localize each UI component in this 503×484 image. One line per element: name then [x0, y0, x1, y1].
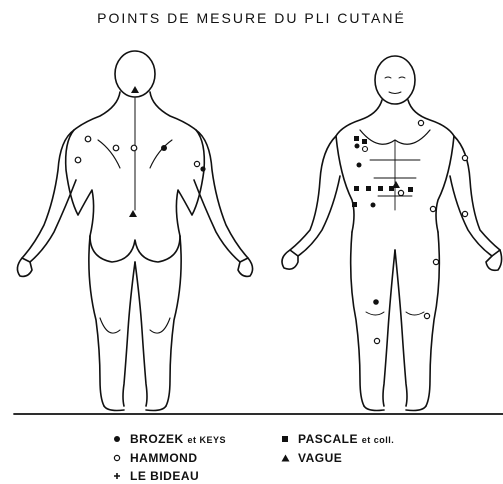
legend-label-brozek: BROZEK et KEYS — [130, 432, 226, 446]
legend-item-hammond: HAMMOND — [112, 451, 198, 465]
legend-label-le-bideau: LE BIDEAU — [130, 469, 199, 483]
legend-label-vague: VAGUE — [298, 451, 342, 465]
legend-label-hammond: HAMMOND — [130, 451, 198, 465]
legend-label-pascale: PASCALE et coll. — [298, 432, 394, 446]
filled-circle-icon — [112, 434, 122, 444]
legend-item-le-bideau: LE BIDEAU — [112, 469, 199, 483]
plus-icon — [112, 471, 122, 481]
legend-item-pascale: PASCALE et coll. — [280, 432, 394, 446]
open-circle-icon — [112, 453, 122, 463]
legend-item-brozek: BROZEK et KEYS — [112, 432, 226, 446]
filled-triangle-icon — [280, 453, 290, 463]
legend-item-vague: VAGUE — [280, 451, 342, 465]
filled-square-icon — [280, 434, 290, 444]
